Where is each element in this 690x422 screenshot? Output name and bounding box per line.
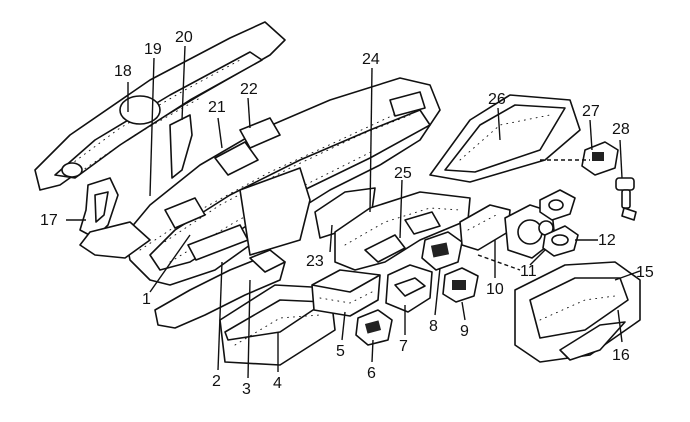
part-instrument-housing (514, 261, 641, 363)
part-switch-module (311, 269, 381, 317)
callout-7: 7 (399, 338, 408, 355)
part-latch (581, 141, 619, 176)
callout-10: 10 (486, 281, 504, 298)
callout-22: 22 (240, 81, 258, 98)
part-glovebox-door (429, 94, 581, 183)
callout-4: 4 (273, 375, 282, 392)
callout-9: 9 (460, 323, 469, 340)
part-round-switch-13 (539, 189, 576, 221)
callout-labels: 1 2 3 4 5 6 7 8 9 10 11 12 15 16 17 18 1… (40, 29, 654, 398)
part-lower-center-support (154, 249, 286, 329)
callout-15: 15 (636, 264, 654, 281)
callout-24: 24 (362, 51, 380, 68)
part-small-switch (355, 309, 393, 346)
leader-lines (66, 45, 641, 379)
callout-6: 6 (367, 365, 376, 382)
part-lock-cylinder (615, 177, 637, 221)
part-round-switch-12 (542, 225, 579, 257)
callout-19: 19 (144, 41, 162, 58)
part-heater-control (385, 264, 433, 313)
callout-17: 17 (40, 212, 58, 229)
callout-12: 12 (598, 232, 616, 249)
callout-5: 5 (336, 343, 345, 360)
callout-11: 11 (520, 263, 537, 280)
callout-27: 27 (582, 103, 600, 120)
callout-2: 2 (212, 373, 221, 390)
part-center-bracket (314, 187, 471, 271)
part-switch-8 (421, 231, 463, 271)
part-upper-trim-panel (34, 21, 286, 191)
callout-1: 1 (142, 291, 151, 308)
part-left-side-bracket (79, 177, 119, 239)
part-gauge-cluster (504, 204, 556, 259)
callout-8: 8 (429, 318, 438, 335)
part-switch-9 (442, 267, 479, 303)
callout-20: 20 (175, 29, 193, 46)
callout-23: 23 (306, 253, 324, 270)
callout-16: 16 (612, 347, 630, 364)
callout-18: 18 (114, 63, 132, 80)
callout-25: 25 (394, 165, 412, 182)
part-dashboard-body (79, 77, 441, 286)
callout-26: 26 (488, 91, 506, 108)
callout-28: 28 (612, 121, 630, 138)
callout-21: 21 (208, 99, 226, 116)
callout-3: 3 (242, 381, 251, 398)
